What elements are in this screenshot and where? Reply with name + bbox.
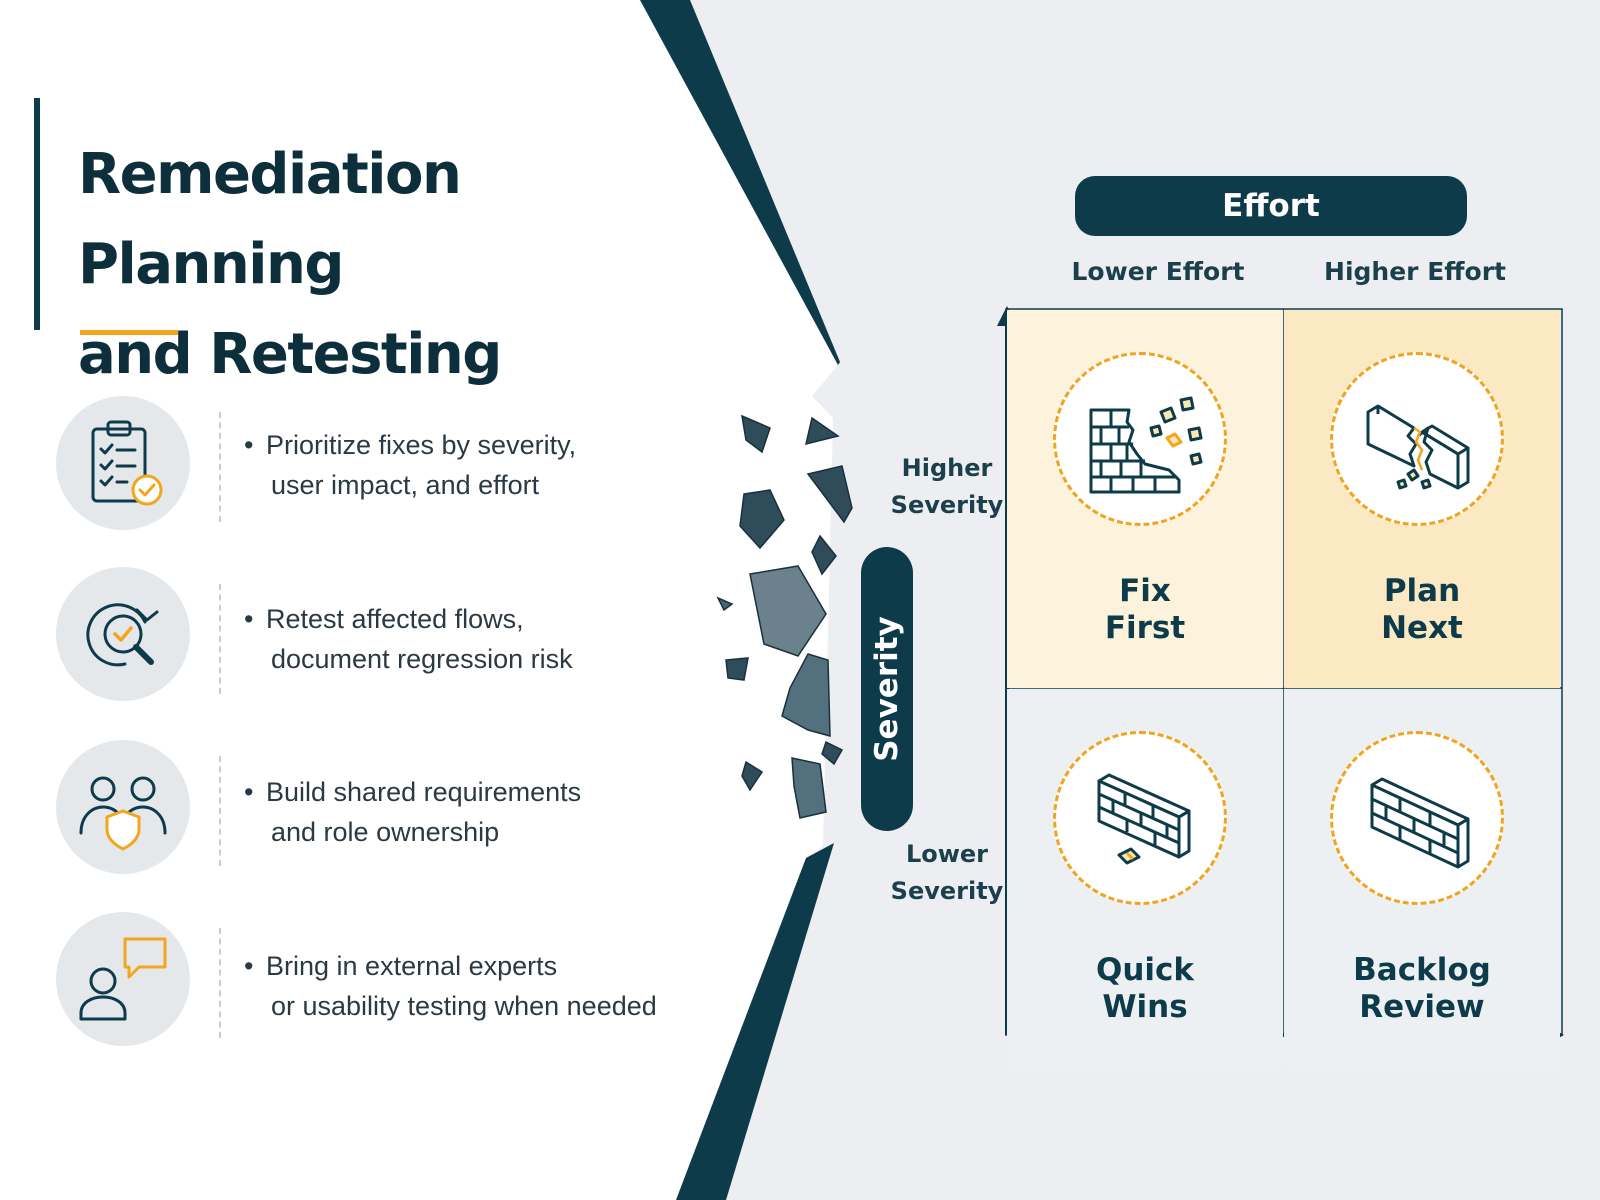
row-label-higher: Higher <box>901 454 993 482</box>
debris-piece <box>739 489 785 550</box>
quadrant-label-backlog-review: Backlog Review <box>1284 952 1560 1026</box>
row-label-lower-severity: Lower Severity <box>882 836 1012 910</box>
bullet-2-line-2: document regression risk <box>271 644 573 674</box>
severity-axis-title: Severity <box>861 547 913 831</box>
quadrant-label-fix-first: Fix First <box>1007 573 1283 647</box>
solid-wall-icon <box>1330 731 1504 905</box>
bullet-4-line-1: Bring in external experts <box>266 951 558 981</box>
quadrant-label-line-1: Backlog <box>1353 952 1491 988</box>
white-panel <box>0 0 838 1200</box>
bullet-item-4: • Bring in external experts or usability … <box>244 946 704 1026</box>
quadrant-quick-wins: Quick Wins <box>1007 689 1283 1067</box>
title-underline <box>80 330 178 335</box>
bullet-dot: • <box>244 951 254 981</box>
bullet-1-line-1: Prioritize fixes by severity, <box>266 430 577 460</box>
torn-edge-bottom <box>676 843 834 1200</box>
quadrant-label-line-2: Review <box>1359 989 1485 1025</box>
quadrant-fix-first: Fix First <box>1007 310 1283 688</box>
quadrant-backlog-review: Backlog Review <box>1284 689 1560 1067</box>
debris-piece <box>791 757 827 819</box>
debris-piece <box>804 416 840 446</box>
crumbling-wall-icon <box>1053 352 1227 526</box>
bullet-dot: • <box>244 604 254 634</box>
quadrant-label-line-2: First <box>1104 610 1186 646</box>
magnifier-refresh-icon <box>56 567 190 701</box>
wall-with-loose-brick-icon <box>1053 731 1227 905</box>
effort-axis-title: Effort <box>1075 176 1467 236</box>
quadrant-label-line-1: Plan <box>1383 573 1461 609</box>
cracked-wall-icon <box>1330 352 1504 526</box>
quadrant-plan-next: Plan Next <box>1284 310 1560 688</box>
bullet-item-3: • Build shared requirements and role owne… <box>244 772 704 852</box>
bullet-dot: • <box>244 430 254 460</box>
bullet-3-line-2: and role ownership <box>271 817 500 847</box>
quadrant-label-line-1: Quick <box>1095 952 1195 988</box>
column-label-lower-effort: Lower Effort <box>1071 257 1245 286</box>
debris-piece <box>725 657 749 681</box>
column-label-higher-effort: Higher Effort <box>1324 257 1506 286</box>
title-accent-bar <box>34 98 40 330</box>
debris-piece <box>741 414 771 454</box>
row-label-higher-severity: Higher Severity <box>882 450 1012 524</box>
debris-piece <box>821 740 844 766</box>
bullet-divider <box>219 928 221 1038</box>
bullet-divider <box>219 584 221 694</box>
bullet-divider <box>219 412 221 522</box>
debris-fragments <box>716 414 853 819</box>
person-speech-bubble-icon <box>56 912 190 1046</box>
quadrant-label-line-2: Next <box>1381 610 1463 646</box>
debris-piece <box>811 534 837 576</box>
row-label-severity: Severity <box>890 491 1004 519</box>
row-label-lower: Lower <box>905 840 989 868</box>
debris-piece <box>749 565 827 657</box>
bullet-1-line-2: user impact, and effort <box>271 470 540 500</box>
page-title: Remediation Planning and Retesting <box>78 130 718 400</box>
quadrant-label-plan-next: Plan Next <box>1284 573 1560 647</box>
severity-axis-label: Severity <box>869 616 905 762</box>
page-title-line-1: Remediation Planning <box>78 142 462 297</box>
quadrant-label-line-2: Wins <box>1102 989 1188 1025</box>
bullet-2-line-1: Retest affected flows, <box>266 604 524 634</box>
quadrant-label-line-1: Fix <box>1119 573 1171 609</box>
bullet-3-line-1: Build shared requirements <box>266 777 582 807</box>
torn-edge-top <box>640 0 840 365</box>
debris-piece <box>716 596 734 612</box>
quadrant-label-quick-wins: Quick Wins <box>1007 952 1283 1026</box>
clipboard-checklist-icon <box>56 396 190 530</box>
bullet-item-2: • Retest affected flows, document regress… <box>244 599 704 679</box>
row-label-severity: Severity <box>890 877 1004 905</box>
bullet-item-1: • Prioritize fixes by severity, user impa… <box>244 425 704 505</box>
bullet-dot: • <box>244 777 254 807</box>
debris-piece <box>781 653 831 737</box>
bullet-4-line-2: or usability testing when needed <box>271 991 657 1021</box>
team-shield-icon <box>56 740 190 874</box>
debris-piece <box>806 465 853 524</box>
debris-piece <box>741 760 764 792</box>
bullet-divider <box>219 756 221 866</box>
